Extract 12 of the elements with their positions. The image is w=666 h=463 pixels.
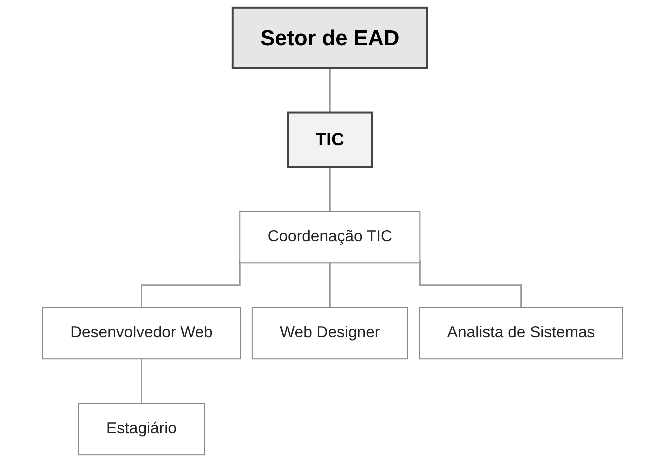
node-box: Coordenação TIC xyxy=(240,211,421,264)
connector xyxy=(329,263,331,308)
connector xyxy=(329,68,331,114)
node-box: Desenvolvedor Web xyxy=(42,307,242,360)
node-box: TIC xyxy=(287,112,374,168)
node-box: Web Designer xyxy=(252,307,408,360)
node-box: Setor de EAD xyxy=(232,6,428,70)
connector xyxy=(141,359,143,404)
node-box: Estagiário xyxy=(78,403,206,456)
connector xyxy=(420,260,522,308)
node-box: Analista de Sistemas xyxy=(419,307,624,360)
connector xyxy=(329,167,331,212)
